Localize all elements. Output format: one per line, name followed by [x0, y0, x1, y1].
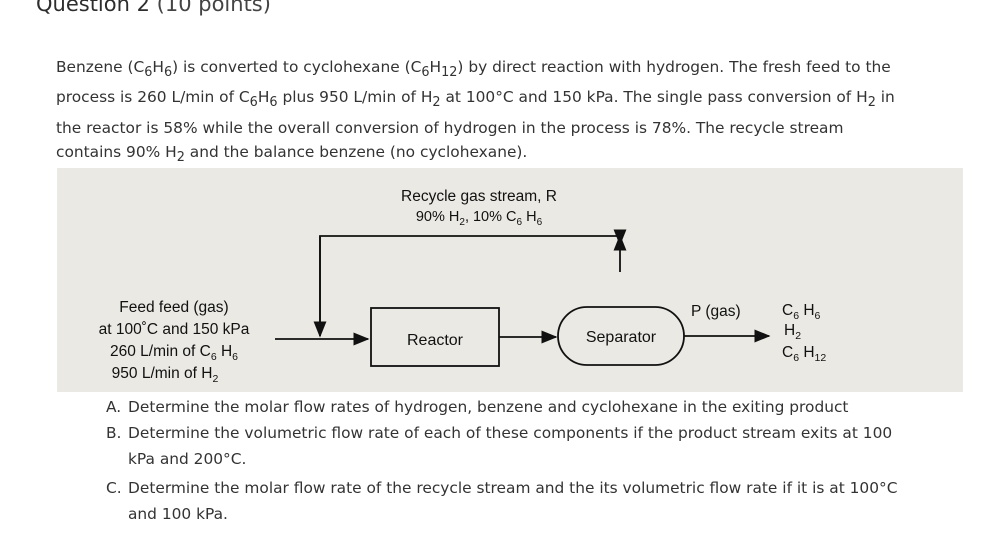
feed-conditions: at 100˚C and 150 kPa	[99, 321, 250, 338]
problem-statement: Benzene (C6H6) is converted to cyclohexa…	[56, 55, 956, 170]
sub-question-text-cont: kPa and 200°C.	[128, 450, 247, 468]
sub-question-letter: C.	[106, 479, 122, 497]
problem-line: process is 260 L/min of C6H6 plus 950 L/…	[56, 88, 895, 111]
sub-question-letter: A.	[106, 398, 122, 416]
sub-question-text-cont: and 100 kPa.	[128, 505, 228, 523]
process-flow-diagram: Reactor Separator Recycle gas stream, R …	[57, 168, 963, 392]
problem-line: contains 90% H2 and the balance benzene …	[56, 142, 528, 165]
product-cyclohexane: C6 H12	[782, 344, 826, 364]
sub-question-text: Determine the volumetric flow rate of ea…	[128, 424, 893, 442]
sub-question-b: B. Determine the volumetric flow rate of…	[106, 420, 976, 472]
question-title: Question 2 (10 points)	[36, 0, 271, 16]
recycle-label: Recycle gas stream, R	[401, 188, 557, 205]
question-points: (10 points)	[156, 0, 271, 16]
separator-label: Separator	[586, 329, 657, 346]
product-benzene: C6 H6	[782, 302, 821, 322]
feed-hydrogen-rate: 950 L/min of H2	[112, 365, 219, 385]
product-hydrogen: H2	[784, 322, 801, 342]
feed-benzene-rate: 260 L/min of C6 H6	[110, 343, 238, 363]
flow-diagram-svg: Reactor Separator Recycle gas stream, R …	[99, 188, 827, 385]
sub-question-a: A. Determine the molar flow rates of hyd…	[106, 394, 976, 420]
product-label: P (gas)	[691, 303, 741, 320]
sub-question-text: Determine the molar flow rates of hydrog…	[128, 398, 849, 416]
sub-questions: A. Determine the molar flow rates of hyd…	[106, 394, 976, 527]
recycle-composition: 90% H2, 10% C6 H6	[416, 209, 543, 228]
sub-question-letter: B.	[106, 424, 122, 442]
sub-question-c: C. Determine the molar flow rate of the …	[106, 475, 976, 527]
reactor-label: Reactor	[407, 332, 464, 349]
feed-title: Feed feed (gas)	[119, 299, 228, 316]
question-number: Question 2	[36, 0, 150, 16]
sub-question-text: Determine the molar flow rate of the rec…	[128, 479, 898, 497]
problem-line: Benzene (C6H6) is converted to cyclohexa…	[56, 58, 891, 81]
recycle-line	[319, 229, 627, 330]
problem-line: the reactor is 58% while the overall con…	[56, 118, 844, 137]
